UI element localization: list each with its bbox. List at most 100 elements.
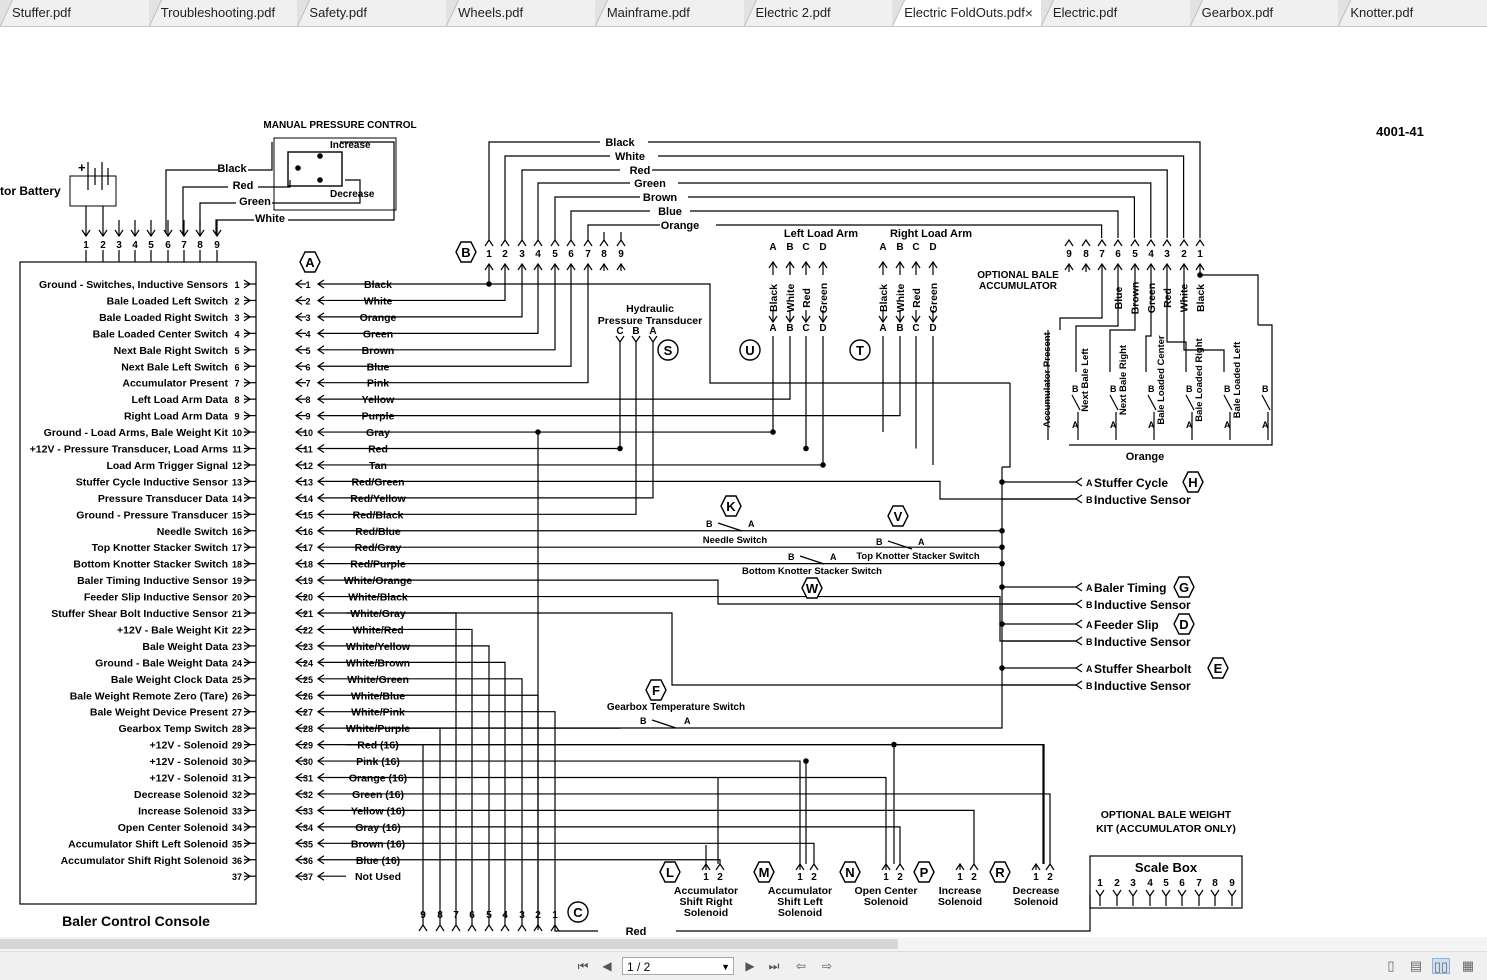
chevron-down-icon[interactable]: ▼: [721, 958, 730, 976]
accumulator-switch-label: Next Bale Left: [1080, 347, 1091, 411]
pin-arrow: [567, 240, 575, 246]
pin-arrow: [1162, 890, 1170, 896]
console-row-pin: 11: [232, 445, 242, 455]
pin-arrow: [1076, 583, 1082, 591]
pin-arrow: [1131, 240, 1139, 246]
console-row-label: +12V - Solenoid: [150, 740, 228, 752]
tab-7[interactable]: Electric.pdf: [1041, 0, 1190, 26]
tab-2[interactable]: Safety.pdf: [297, 0, 446, 26]
console-row-pin: 21: [232, 609, 242, 619]
pin-letter: A: [649, 326, 656, 337]
pin-letter: C: [802, 323, 809, 334]
console-row-pin: 30: [232, 757, 242, 767]
tab-4[interactable]: Mainframe.pdf: [595, 0, 744, 26]
harness-row-wire: Orange: [360, 312, 397, 324]
switch-blade: [1072, 395, 1080, 410]
harness-row-pin: 13: [303, 477, 313, 487]
console-row-label: Feeder Slip Inductive Sensor: [84, 592, 228, 604]
accumulator-wire: Blue: [1113, 286, 1125, 309]
bottom-knotter-label: Bottom Knotter Stacker Switch: [742, 566, 882, 577]
pin-number: 2: [971, 872, 977, 883]
console-row-pin: 28: [232, 724, 242, 734]
tab-8[interactable]: Gearbox.pdf: [1190, 0, 1339, 26]
pin-number: 7: [181, 240, 187, 251]
pin-arrow: [1096, 890, 1104, 896]
connector-tag-label: S: [664, 343, 673, 358]
junction-dot: [999, 544, 1005, 550]
console-row-label: Baler Timing Inductive Sensor: [77, 575, 228, 587]
console-row-pin: 27: [232, 708, 242, 718]
connector-tag-label: P: [920, 865, 929, 880]
tab-1[interactable]: Troubleshooting.pdf: [149, 0, 298, 26]
scrollbar-thumb[interactable]: [0, 939, 898, 949]
go-back-view-icon[interactable]: ⇦: [792, 958, 810, 974]
pin-letter: B: [786, 323, 793, 334]
tab-label: Knotter.pdf: [1350, 5, 1413, 20]
first-page-icon[interactable]: ⏮: [574, 958, 592, 974]
horizontal-scrollbar[interactable]: [0, 937, 1487, 951]
load-arm-wire: Black: [878, 284, 890, 312]
console-row-pin: 19: [232, 576, 242, 586]
solenoid-label: Solenoid: [938, 896, 982, 908]
connector-tag-label: C: [573, 905, 583, 920]
pin-letter: D: [929, 242, 936, 253]
console-row-pin: 25: [232, 675, 242, 685]
next-page-icon[interactable]: ▶: [741, 958, 759, 974]
junction-dot: [770, 429, 776, 435]
go-forward-view-icon[interactable]: ⇨: [818, 958, 836, 974]
wire: [346, 580, 1076, 604]
wire: [346, 345, 900, 416]
bottom-toolbar: ⏮ ◀ 1 / 2▼ ▶ ⏭ ⇦ ⇨ ▯ ▤ ▯▯ ▦: [0, 951, 1487, 980]
harness-row-pin: 16: [303, 527, 313, 537]
pin-arrow: [1076, 495, 1082, 503]
harness-row-wire: White/Brown: [346, 657, 410, 669]
pin-arrow: [1098, 240, 1106, 246]
console-row-pin: 5: [234, 346, 239, 356]
harness-row-pin: 25: [303, 675, 313, 685]
console-row-label: +12V - Bale Weight Kit: [117, 624, 228, 636]
two-page-view-icon[interactable]: ▯▯: [1432, 958, 1450, 974]
tab-6[interactable]: Electric FoldOuts.pdf×: [892, 0, 1041, 26]
pin-arrow: [1196, 240, 1204, 246]
junction-dot: [820, 462, 826, 468]
tab-3[interactable]: Wheels.pdf: [446, 0, 595, 26]
harness-row-pin: 27: [303, 708, 313, 718]
single-page-view-icon[interactable]: ▯: [1382, 958, 1400, 974]
top-wire-label: Brown: [643, 192, 678, 204]
previous-page-icon[interactable]: ◀: [598, 958, 616, 974]
junction-dot: [999, 528, 1005, 534]
harness-row-pin: 17: [303, 543, 313, 553]
load-arm-wire: Red: [801, 288, 813, 308]
pin-number: 1: [486, 249, 492, 260]
harness-row-wire: Red/Gray: [355, 542, 402, 554]
pin-letter: B: [788, 552, 795, 562]
last-page-icon[interactable]: ⏭: [765, 958, 783, 974]
pin-number: 9: [214, 240, 220, 251]
harness-row-pin: 34: [303, 823, 313, 833]
tab-5[interactable]: Electric 2.pdf: [744, 0, 893, 26]
harness-row-wire: Not Used: [355, 871, 401, 883]
pin-letter: D: [819, 242, 826, 253]
pin-number: 8: [1212, 878, 1218, 889]
continuous-view-icon[interactable]: ▤: [1407, 958, 1425, 974]
harness-row-pin: 18: [303, 560, 313, 570]
junction-dot: [803, 758, 809, 764]
tab-9[interactable]: Knotter.pdf: [1338, 0, 1487, 26]
sensor-label: Stuffer Cycle: [1094, 476, 1168, 490]
tab-0[interactable]: Stuffer.pdf: [0, 0, 149, 26]
pin-arrow: [810, 864, 818, 870]
harness-row-wire: Pink: [367, 378, 389, 390]
console-row-label: Open Center Solenoid: [118, 822, 228, 834]
pin-number: 8: [601, 249, 607, 260]
two-page-continuous-view-icon[interactable]: ▦: [1459, 958, 1477, 974]
wire: [166, 170, 218, 234]
close-icon[interactable]: ×: [1025, 0, 1033, 26]
pin-letter: A: [684, 716, 691, 726]
junction-dot: [535, 429, 541, 435]
page-number-input[interactable]: 1 / 2▼: [622, 957, 734, 975]
pin-number: 3: [519, 249, 525, 260]
harness-row-pin: 31: [303, 774, 313, 784]
